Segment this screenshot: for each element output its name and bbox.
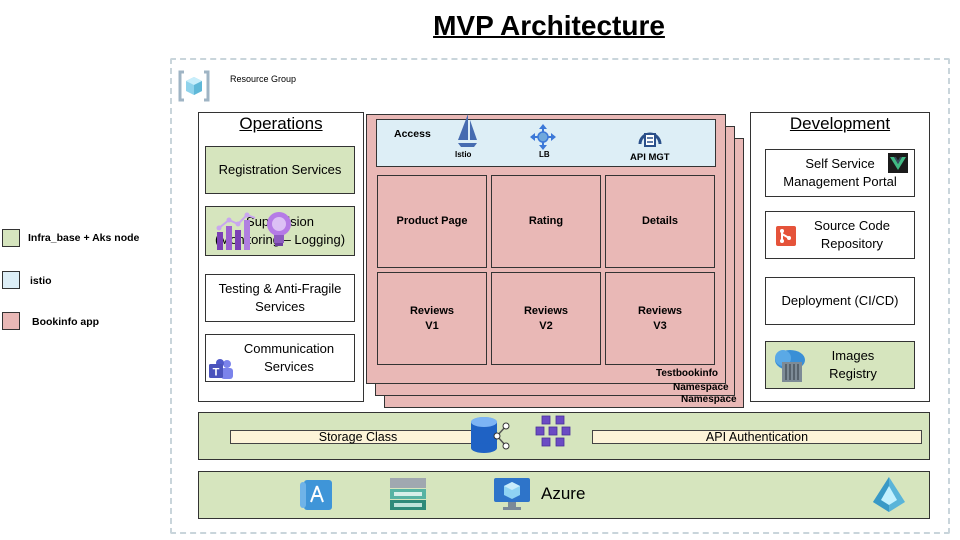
details-service: Details (605, 175, 715, 268)
legend-swatch-bookinfo (2, 312, 20, 330)
api-management-label: API MGT (630, 152, 670, 163)
storage-class-bar: Storage Class (230, 430, 486, 444)
storage-class-label: Storage Class (318, 430, 398, 444)
self-service-portal-sublabel: Management Portal (783, 174, 897, 189)
aks-cluster-icon (534, 414, 574, 450)
images-registry-label: Images (831, 348, 875, 363)
azure-label: Azure (541, 484, 586, 503)
registration-services-box: Registration Services (205, 146, 355, 194)
source-code-repository-sublabel: Repository (820, 236, 884, 251)
testing-services-box: Testing & Anti-Fragile Services (205, 274, 355, 322)
vue-logo-icon (888, 153, 908, 173)
deployment-ci-cd-box: Deployment (CI/CD) (765, 277, 915, 325)
legend-swatch-infra (2, 229, 20, 247)
reviews-v2-version: V2 (539, 319, 553, 332)
source-code-repository-box: Source Code Repository (765, 211, 915, 259)
legend-label-infra: Infra_base + Aks node (28, 232, 140, 244)
reviews-v3-label: Reviews (637, 304, 683, 317)
reviews-v1-label: Reviews (409, 304, 455, 317)
container-registry-icon (772, 346, 808, 384)
access-label: Access (394, 128, 431, 140)
storage-icon (468, 416, 510, 454)
images-registry-sublabel: Registry (829, 366, 877, 381)
git-icon (774, 224, 798, 248)
product-page-label: Product Page (396, 215, 468, 227)
namespace-label-back: Namespace (681, 394, 737, 405)
reviews-v2-label: Reviews (523, 304, 569, 317)
load-balancer-label: LB (539, 150, 550, 159)
testing-services-label: Testing & Anti-Fragile (218, 281, 342, 296)
self-service-portal-box: Self Service Management Portal (765, 149, 915, 197)
legend-swatch-istio (2, 271, 20, 289)
istio-label: Istio (455, 150, 472, 159)
reviews-v3-version: V3 (653, 319, 667, 332)
azure-ad-icon (872, 476, 906, 514)
reviews-v1-service: Reviews V1 (377, 272, 487, 365)
reviews-v3-service: Reviews V3 (605, 272, 715, 365)
insights-lightbulb-icon (264, 211, 294, 249)
api-authentication-bar: API Authentication (592, 430, 922, 444)
source-code-repository-label: Source Code (814, 218, 890, 233)
product-page-service: Product Page (377, 175, 487, 268)
blueprint-icon (298, 476, 336, 514)
api-management-icon (634, 124, 666, 150)
development-title: Development (789, 114, 891, 133)
communication-services-box: Communication Services (205, 334, 355, 382)
resource-group-container (170, 58, 950, 534)
deployment-ci-cd-label: Deployment (CI/CD) (781, 293, 899, 308)
teams-icon: T (208, 358, 234, 382)
rating-service: Rating (491, 175, 601, 268)
load-balancer-icon (530, 124, 556, 150)
legend-label-istio: istio (30, 275, 52, 287)
storage-account-icon (388, 476, 428, 514)
communication-services-sublabel: Services (264, 359, 314, 374)
reviews-v1-version: V1 (425, 319, 439, 332)
operations-title: Operations (239, 114, 323, 133)
resource-group-icon (176, 68, 212, 104)
registration-services-label: Registration Services (218, 162, 342, 177)
reviews-v2-service: Reviews V2 (491, 272, 601, 365)
communication-services-label: Communication (243, 341, 335, 356)
rating-label: Rating (528, 215, 564, 227)
svg-text:T: T (213, 367, 220, 379)
api-authentication-label: API Authentication (705, 430, 809, 444)
page-title: MVP Architecture (433, 10, 665, 41)
resource-group-label: Resource Group (230, 74, 297, 84)
namespace-label-testbookinfo: Testbookinfo (656, 368, 719, 379)
virtual-machine-icon (492, 476, 532, 512)
monitoring-chart-icon (213, 210, 261, 252)
legend-label-bookinfo: Bookinfo app (32, 316, 100, 328)
testing-services-sublabel: Services (255, 299, 305, 314)
self-service-portal-label: Self Service (805, 156, 875, 171)
details-label: Details (641, 215, 679, 227)
namespace-label-middle: Namespace (673, 382, 729, 393)
istio-icon (454, 112, 480, 148)
